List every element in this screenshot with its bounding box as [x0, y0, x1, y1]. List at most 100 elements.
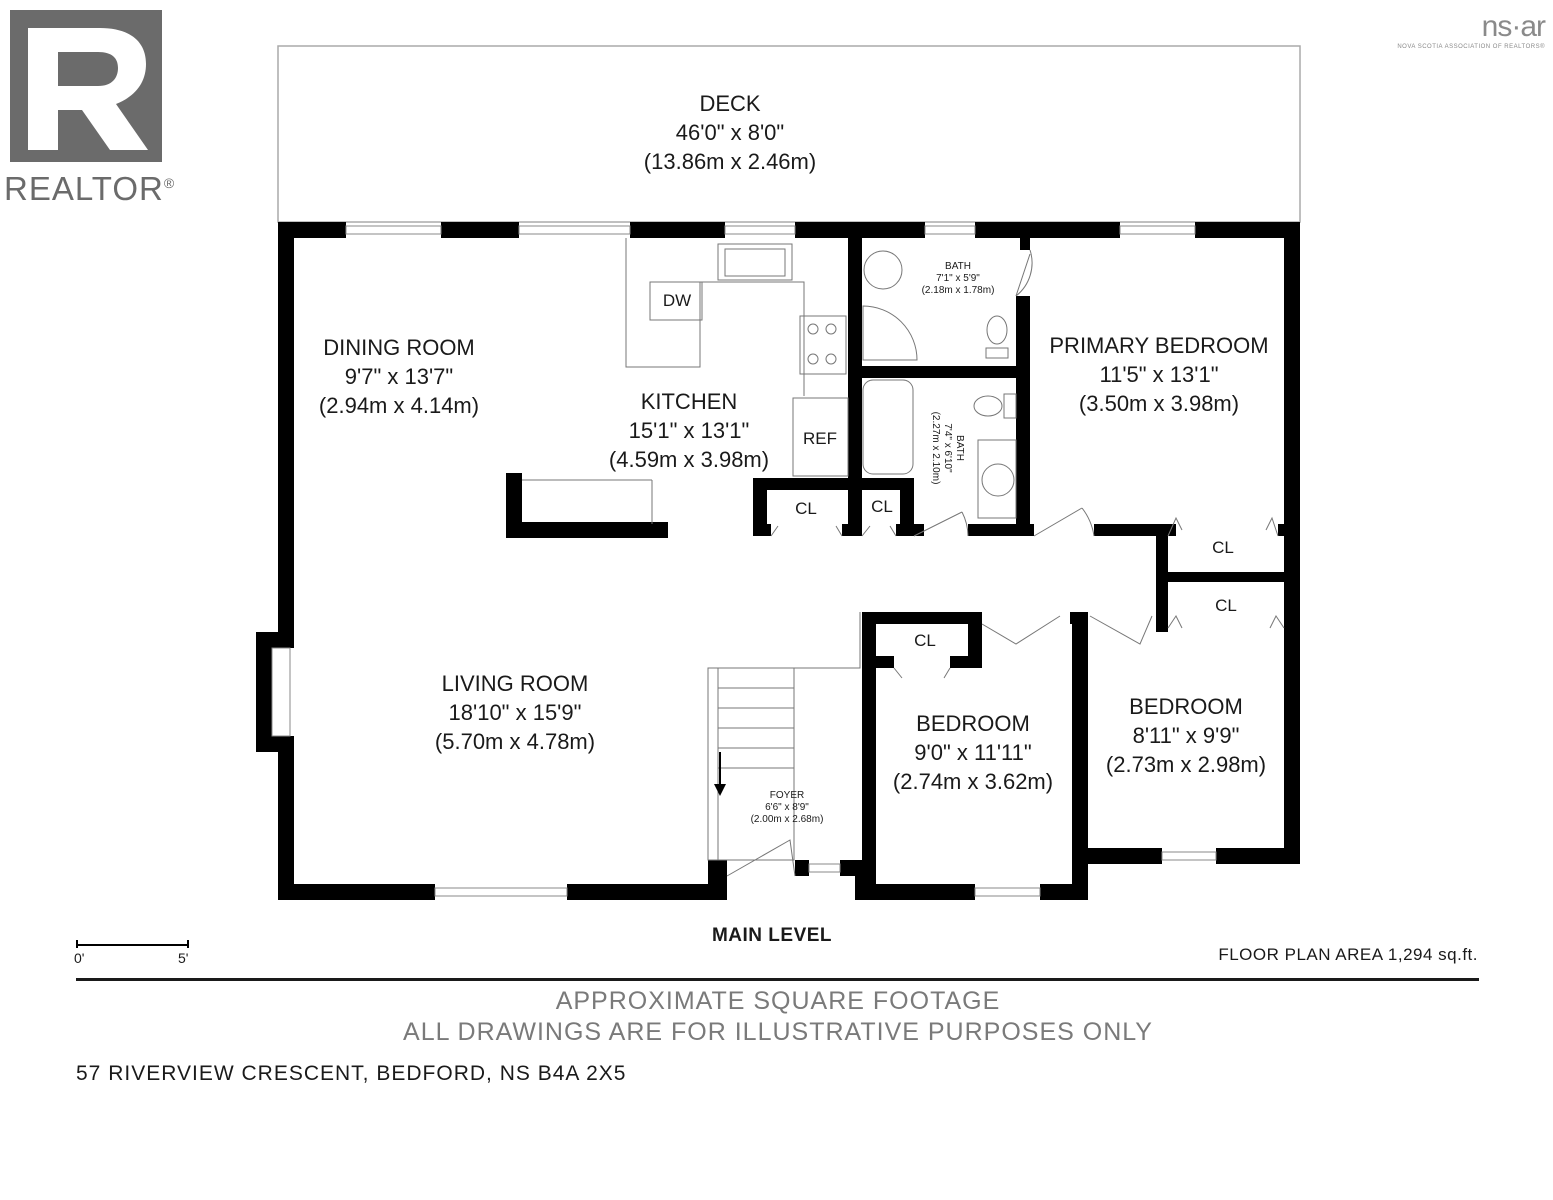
exterior-wall	[441, 222, 519, 238]
stair-arrow	[714, 784, 726, 796]
property-address: 57 RIVERVIEW CRESCENT, BEDFORD, NS B4A 2…	[76, 1062, 627, 1085]
room-name: DECK	[699, 91, 761, 116]
burner	[825, 353, 837, 365]
stove	[799, 315, 847, 375]
kitchen-counter	[625, 238, 805, 396]
window	[808, 863, 841, 873]
exterior-wall	[855, 884, 975, 900]
interior-wall	[1156, 524, 1176, 536]
toilet-tank	[1003, 393, 1017, 419]
interior-wall	[950, 656, 982, 668]
window	[1119, 225, 1196, 235]
room-label-kitchen: KITCHEN 15'1" x 13'1" (4.59m x 3.98m)	[608, 389, 770, 472]
door-swing	[1015, 249, 1033, 297]
scale-bar	[76, 940, 189, 948]
window	[724, 225, 796, 235]
room-size-imperial: 46'0" x 8'0"	[675, 120, 785, 145]
interior-wall	[900, 478, 914, 536]
exterior-wall	[278, 222, 346, 238]
interior-wall	[506, 473, 522, 538]
window	[974, 887, 1041, 897]
floor-area: FLOOR PLAN AREA 1,294 sq.ft.	[1218, 945, 1478, 964]
exterior-wall	[278, 222, 294, 632]
stairs	[707, 667, 795, 861]
shower	[862, 305, 918, 361]
exterior-wall	[278, 752, 294, 900]
interior-wall	[862, 612, 876, 900]
door-swing	[1033, 507, 1095, 537]
interior-wall	[1016, 296, 1030, 536]
interior-wall	[896, 524, 924, 536]
closet-label: CL	[914, 631, 936, 650]
window	[1161, 851, 1217, 861]
door-swing	[1167, 615, 1285, 629]
room-label-dining: DINING ROOM 9'7" x 13'7" (2.94m x 4.14m)	[318, 335, 480, 418]
door-swing	[861, 525, 897, 537]
interior-wall	[753, 478, 767, 536]
door-swing	[1167, 516, 1279, 537]
exterior-wall	[567, 884, 727, 900]
bathtub	[862, 379, 914, 475]
room-label-bath-2: BATH 7'4" x 6'10" (2.27m x 2.10m)	[930, 411, 965, 485]
exterior-wall	[708, 860, 727, 900]
room-label-deck: DECK 46'0" x 8'0" (13.86m x 2.46m)	[644, 89, 816, 176]
interior-wall	[1156, 616, 1168, 632]
sink	[981, 463, 1015, 497]
closet-label: CL	[795, 499, 817, 518]
room-label-bath-1: BATH 7'1" x 5'9" (2.18m x 1.78m)	[921, 261, 995, 296]
burner	[807, 323, 819, 335]
kitchen-sink	[717, 243, 793, 281]
room-label-living: LIVING ROOM 18'10" x 15'9" (5.70m x 4.78…	[434, 671, 596, 754]
room-label-primary-bedroom: PRIMARY BEDROOM 11'5" x 13'1" (3.50m x 3…	[1049, 333, 1269, 416]
realtor-logo	[10, 10, 162, 162]
exterior-wall	[1216, 848, 1300, 864]
vanity	[977, 439, 1017, 519]
exterior-wall	[795, 222, 925, 238]
disclaimer-line-1: APPROXIMATE SQUARE FOOTAGE	[555, 987, 1001, 1015]
interior-wall	[753, 478, 913, 490]
interior-wall	[506, 522, 668, 538]
interior-wall	[968, 612, 982, 668]
refrigerator-label: REF	[803, 429, 837, 448]
room-label-bedroom-2: BEDROOM 9'0" x 11'11" (2.74m x 3.62m)	[892, 711, 1054, 794]
toilet-tank	[985, 347, 1009, 359]
interior-wall	[848, 238, 862, 536]
scale-start-label: 0'	[74, 950, 85, 966]
window	[271, 647, 291, 737]
level-title: MAIN LEVEL	[711, 925, 833, 946]
exterior-wall	[256, 632, 272, 752]
door-swing	[893, 667, 951, 679]
kitchen-sink-basin	[724, 248, 786, 277]
closet-label: CL	[1215, 596, 1237, 615]
sink	[863, 250, 903, 290]
nsar-logo: ns·ar NOVA SCOTIA ASSOCIATION OF REALTOR…	[1397, 10, 1546, 50]
burner	[807, 353, 819, 365]
interior-wall	[1020, 238, 1030, 250]
interior-wall	[862, 656, 894, 668]
door-swing	[913, 511, 969, 537]
exterior-wall	[795, 860, 809, 876]
realtor-wordmark: REALTOR®	[4, 170, 176, 207]
interior-wall	[1070, 612, 1088, 624]
disclaimer-line-2: ALL DRAWINGS ARE FOR ILLUSTRATIVE PURPOS…	[403, 1018, 1153, 1046]
window	[345, 225, 442, 235]
interior-wall	[862, 612, 982, 624]
interior-wall	[1278, 524, 1300, 536]
exterior-wall	[1284, 222, 1300, 864]
footer-divider	[76, 978, 1479, 981]
interior-wall	[968, 524, 1034, 536]
interior-wall	[848, 366, 1020, 378]
deck-outline	[277, 45, 1301, 223]
interior-wall	[1072, 612, 1088, 864]
door-swing	[770, 525, 843, 537]
room-label-foyer: FOYER 6'6" x 8'9" (2.00m x 2.68m)	[750, 790, 824, 825]
exterior-wall	[1195, 222, 1300, 238]
interior-wall	[842, 524, 862, 536]
interior-wall	[1094, 524, 1166, 536]
closet-label: CL	[1212, 538, 1234, 557]
window	[434, 887, 568, 897]
toilet	[986, 315, 1008, 345]
refrigerator	[792, 397, 849, 477]
dishwasher	[649, 281, 703, 321]
